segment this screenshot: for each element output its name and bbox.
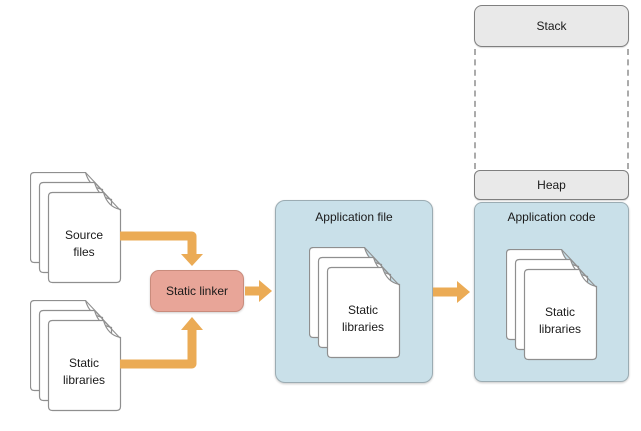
application-file-title: Application file — [315, 210, 393, 224]
arrow-application-file-to-code — [433, 281, 470, 303]
application-file-contents: Static libraries — [309, 247, 401, 359]
arrowhead-right-icon — [457, 281, 470, 303]
source-files-node: Source files — [30, 172, 122, 284]
arrow-linker-to-application-file — [245, 280, 272, 302]
static-linker-node: Static linker — [150, 270, 244, 312]
application-file-node: Application file — [275, 200, 433, 383]
application-code-stack-label: Static libraries — [538, 305, 581, 336]
document-stack-icon — [30, 300, 122, 412]
static-linker-label: Static linker — [165, 284, 229, 298]
memory-heap-node: Heap — [474, 170, 629, 200]
memory-stack-node: Stack — [474, 5, 629, 47]
document-stack-icon — [309, 247, 401, 359]
arrowhead-right-icon — [259, 280, 272, 302]
source-files-label: Source files — [64, 228, 104, 259]
application-code-node: Application code — [474, 202, 629, 382]
static-libraries-node: Static libraries — [30, 300, 122, 412]
application-file-stack-label: Static libraries — [341, 303, 384, 334]
arrow-source-to-linker — [120, 231, 203, 266]
memory-free-region — [474, 49, 629, 169]
application-code-title: Application code — [507, 210, 596, 224]
arrowhead-down-icon — [181, 254, 203, 266]
arrow-libraries-to-linker — [120, 317, 203, 369]
static-libraries-label: Static libraries — [62, 356, 105, 387]
memory-stack-label: Stack — [536, 19, 567, 33]
memory-heap-label: Heap — [537, 178, 566, 192]
document-stack-icon — [30, 172, 122, 284]
application-code-contents: Static libraries — [506, 249, 598, 361]
arrowhead-up-icon — [181, 317, 203, 330]
document-stack-icon — [506, 249, 598, 361]
